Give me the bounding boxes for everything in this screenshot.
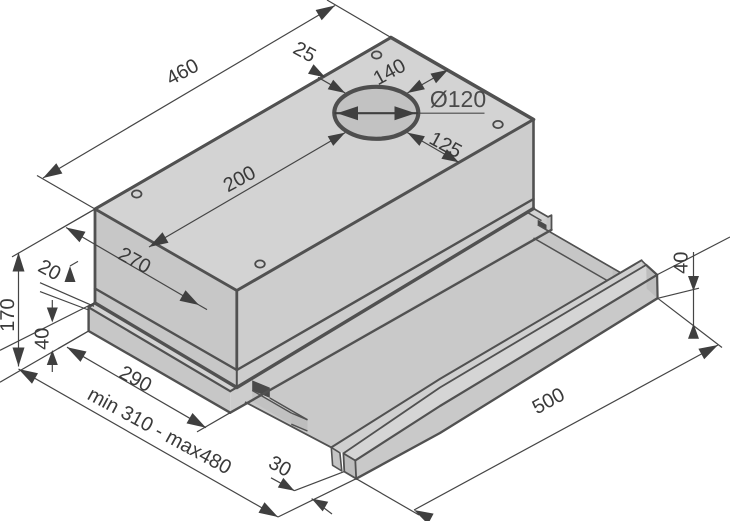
svg-text:40: 40 — [670, 252, 692, 274]
svg-text:170: 170 — [0, 298, 19, 331]
svg-text:40: 40 — [31, 328, 53, 350]
svg-text:Ø120: Ø120 — [430, 86, 486, 112]
